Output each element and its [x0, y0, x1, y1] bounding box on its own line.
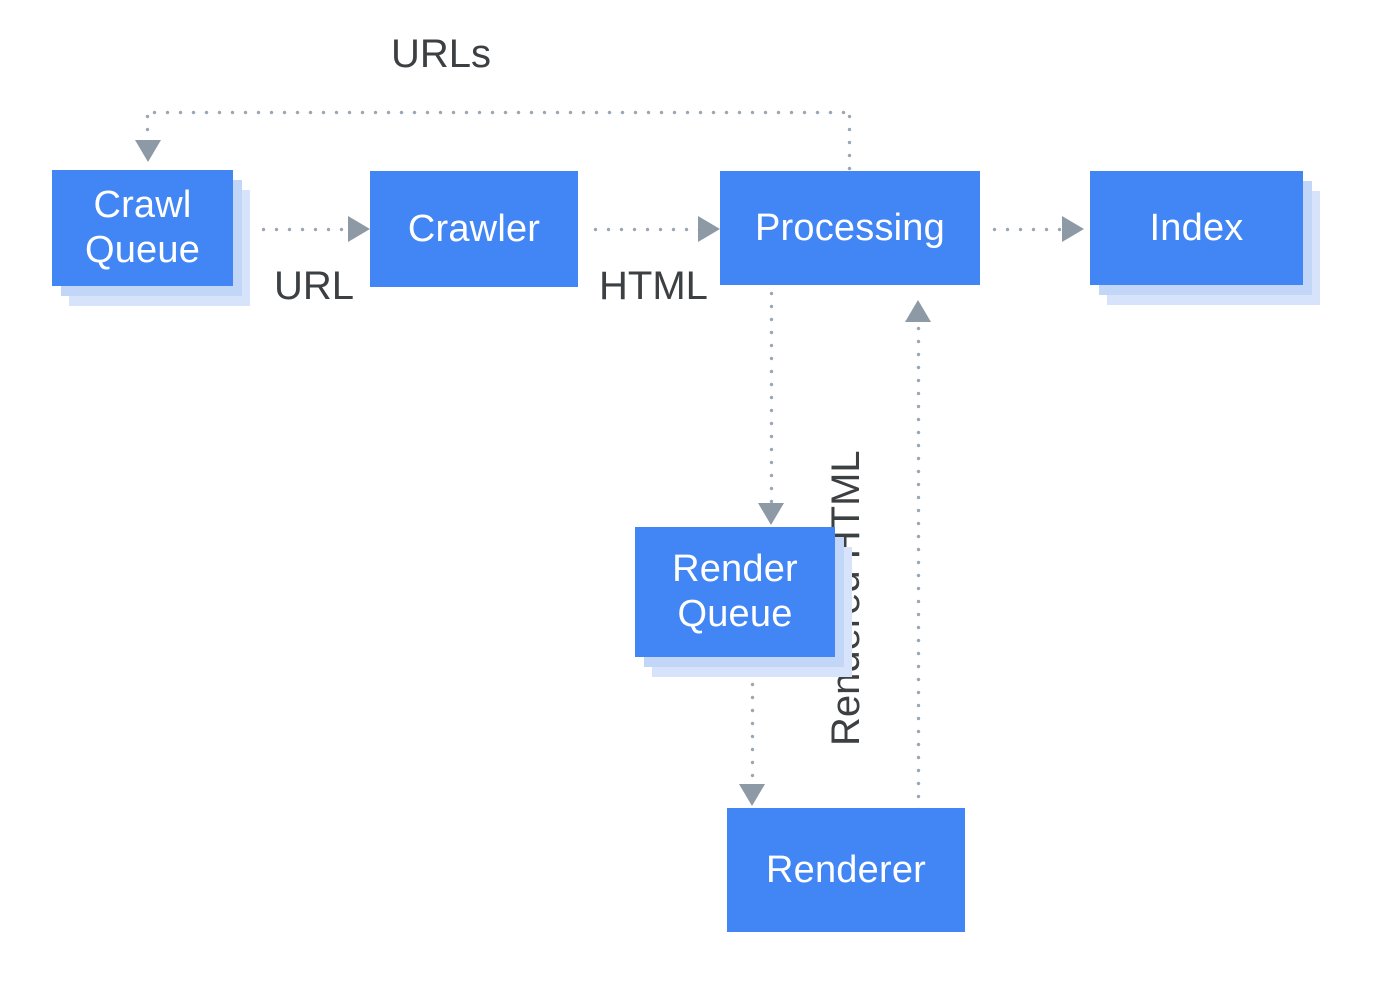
node-processing[interactable]: Processing: [720, 171, 980, 285]
edge-urls-horizontal-segment: [148, 110, 851, 115]
node-renderer[interactable]: Renderer: [727, 808, 965, 932]
node-label-crawl-queue: Crawl Queue: [84, 184, 201, 271]
crawler-face: Crawler: [370, 171, 578, 287]
edge-to-render-queue-arrowhead: [758, 503, 784, 525]
node-label-crawler: Crawler: [407, 207, 541, 250]
edge-to-index-arrowhead: [1062, 216, 1084, 242]
index-face: Index: [1090, 171, 1303, 285]
render-queue-face: Render Queue: [635, 527, 835, 657]
node-label-processing: Processing: [755, 206, 945, 249]
edge-to-renderer-arrowhead: [739, 784, 765, 806]
edge-rendered-html-arrowhead: [905, 300, 931, 322]
processing-face: Processing: [720, 171, 980, 285]
edge-to-render-queue-segment: [769, 287, 774, 505]
node-render-queue[interactable]: Render Queue: [635, 527, 852, 677]
edge-urls-left-drop: [145, 110, 150, 142]
edge-rendered-html-segment: [916, 322, 921, 808]
edge-to-index-segment: [988, 227, 1063, 232]
node-index[interactable]: Index: [1090, 171, 1320, 305]
edge-urls-arrowhead: [135, 140, 161, 162]
node-crawler[interactable]: Crawler: [370, 171, 578, 287]
edge-label-urls: URLs: [391, 32, 492, 76]
edge-url-segment: [257, 227, 349, 232]
node-crawl-queue[interactable]: Crawl Queue: [52, 170, 250, 306]
edge-html-arrowhead: [698, 216, 720, 242]
edge-url-arrowhead: [348, 216, 370, 242]
edge-html-segment: [589, 227, 699, 232]
node-label-index: Index: [1149, 206, 1244, 249]
edge-urls-right-riser: [847, 110, 852, 172]
edge-label-html: HTML: [599, 264, 708, 308]
node-label-render-queue: Render Queue: [672, 548, 798, 635]
edge-to-renderer-segment: [750, 678, 755, 786]
node-label-renderer: Renderer: [765, 848, 927, 891]
crawl-queue-face: Crawl Queue: [52, 170, 233, 286]
edge-label-url: URL: [274, 264, 355, 308]
renderer-face: Renderer: [727, 808, 965, 932]
